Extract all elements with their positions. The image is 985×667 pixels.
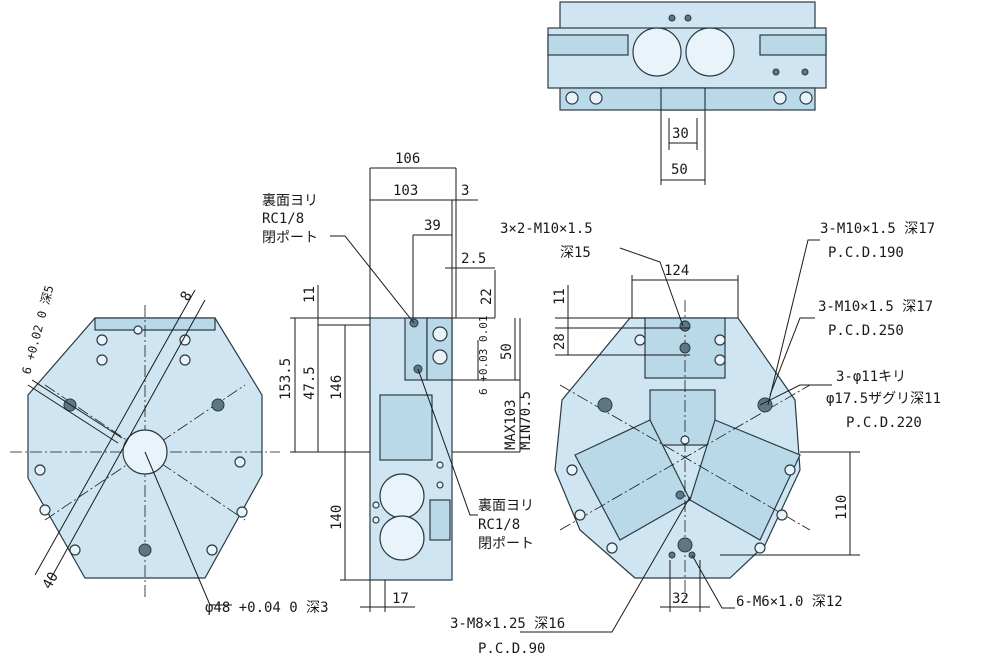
right-view-dim-32: 32: [672, 591, 689, 607]
right-view-note-pcd190-2: P.C.D.190: [828, 245, 904, 261]
left-view-dim-8: 8: [178, 289, 196, 304]
top-view-dim-30: 30: [672, 126, 689, 142]
top-view-dim-50: 50: [671, 162, 688, 178]
right-view: 124 11 28 110 32 3×2-M10×1.5 深15 3-M10×1…: [450, 221, 941, 657]
top-view-port-1: [565, 91, 579, 105]
side-view-dim-50: 50: [499, 343, 515, 360]
side-view-dim-22: 22: [479, 288, 495, 305]
side-view-back-port-note-top-1: 裏面ヨリ: [262, 192, 318, 209]
top-view-port-2: [589, 91, 603, 105]
right-view-note-m6: 6-M6×1.0 深12: [736, 594, 843, 610]
right-view-dim-11: 11: [552, 288, 568, 305]
top-view-left-jaw: [547, 34, 629, 56]
side-view-dim-103: 103: [393, 183, 418, 199]
side-view-port-b: [432, 349, 448, 365]
side-view-dim-153-5: 153.5: [278, 358, 294, 400]
side-view-back-port-note-top-2: RC1/8: [262, 211, 304, 227]
side-view-dim-max103: MAX103: [503, 399, 519, 450]
right-view-note-pcd250-1: 3-M10×1.5 深17: [818, 299, 933, 315]
side-view-dim-146: 146: [329, 375, 345, 400]
side-view-dim-39: 39: [424, 218, 441, 234]
side-view-dim-140: 140: [329, 505, 345, 530]
right-view-center-block: [649, 389, 716, 446]
top-view-port-4: [799, 91, 813, 105]
side-view-bore-2: [379, 515, 425, 561]
side-view: 106 103 3 39 2.5 153.5 47.5 146 11 140 2…: [262, 151, 534, 612]
side-view-dim-2-5: 2.5: [461, 251, 486, 267]
right-view-dim-110: 110: [834, 495, 850, 520]
side-view-back-port-note-bottom-3: 閉ポート: [478, 536, 534, 552]
top-view-right-jaw: [759, 34, 827, 56]
side-view-dim-min70-5: MIN70.5: [518, 391, 534, 450]
side-view-dim-3: 3: [461, 183, 469, 199]
side-view-mid-block: [379, 394, 433, 461]
right-view-right-jaw: [689, 419, 801, 541]
side-view-dim-17: 17: [392, 591, 409, 607]
right-view-note-3x2-m10-2: 深15: [560, 245, 591, 261]
right-view-note-m8-2: P.C.D.90: [478, 641, 545, 657]
right-view-note-phi11-3: P.C.D.220: [846, 415, 922, 431]
side-view-dim-106: 106: [395, 151, 420, 167]
side-view-dim-11: 11: [302, 286, 318, 303]
side-view-back-port-note-bottom-1: 裏面ヨリ: [478, 497, 534, 514]
side-view-dim-47-5: 47.5: [302, 366, 318, 400]
right-view-note-phi11-2: φ17.5ザグリ深11: [826, 391, 941, 407]
left-view-note-phi48: φ48 +0.04 0 深3: [205, 600, 329, 616]
top-view-center-key: [660, 87, 706, 111]
side-view-dim-6-tol: 6 +0.03 0.01: [477, 316, 490, 395]
top-view-screw-2: [668, 14, 676, 22]
top-view-screw-1: [684, 14, 692, 22]
top-view-left-bore: [632, 27, 682, 77]
left-view: 8 6 +0.02 0 深5 40 φ48 +0.04 0 深3: [10, 284, 329, 616]
right-view-dim-28: 28: [552, 333, 568, 350]
right-view-note-pcd250-2: P.C.D.250: [828, 323, 904, 339]
left-view-dim-40: 40: [40, 569, 62, 592]
left-view-top-edge: [94, 317, 216, 331]
top-view-right-bore: [685, 27, 735, 77]
top-view: 30 50: [547, 1, 827, 185]
top-view-screw-3: [772, 68, 780, 76]
side-view-back-port-note-bottom-2: RC1/8: [478, 517, 520, 533]
right-view-note-3x2-m10-1: 3×2-M10×1.5: [500, 221, 593, 237]
top-view-screw-4: [801, 68, 809, 76]
side-view-port-a: [432, 326, 448, 342]
side-view-bore-1: [379, 473, 425, 519]
right-view-note-phi11-1: 3-φ11キリ: [836, 369, 906, 385]
side-view-back-port-note-top-3: 閉ポート: [262, 230, 318, 246]
right-view-dim-124: 124: [664, 263, 689, 279]
top-view-port-3: [773, 91, 787, 105]
right-view-note-m8-1: 3-M8×1.25 深16: [450, 616, 565, 632]
left-view-dim-6-depth5: 6 +0.02 0 深5: [19, 284, 56, 376]
right-view-note-pcd190-1: 3-M10×1.5 深17: [820, 221, 935, 237]
side-view-lower-jaw: [429, 499, 451, 541]
